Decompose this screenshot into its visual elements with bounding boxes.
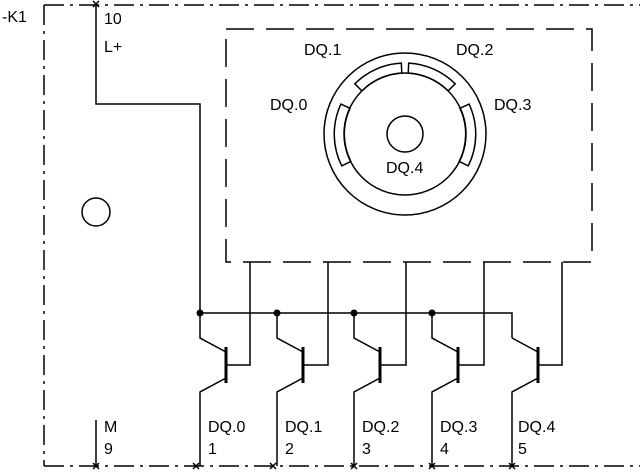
device-tag: -K1	[2, 9, 27, 26]
ground-terminal-number: 9	[104, 441, 113, 458]
sensor-label-dq2: DQ.2	[456, 42, 493, 59]
supply-terminal-number: 10	[104, 11, 122, 28]
output-terminal-5: 5	[518, 441, 527, 458]
output-label-dq0: DQ.0	[208, 419, 245, 436]
ground-label: M	[104, 419, 117, 436]
output-label-dq2: DQ.2	[362, 419, 399, 436]
sensor-label-dq4: DQ.4	[386, 160, 423, 177]
sensor-label-dq3: DQ.3	[494, 97, 531, 114]
sensor-output-stubs	[249, 262, 563, 358]
indicator-circle	[81, 197, 111, 227]
segment-dq2	[407, 62, 457, 92]
segment-dq3	[458, 103, 477, 167]
supply-terminal-label: L+	[104, 39, 122, 56]
output-terminal-1: 1	[208, 441, 217, 458]
sensor-label-dq0: DQ.0	[270, 97, 307, 114]
supply-wire	[95, 4, 201, 313]
transistor-dq2	[350, 313, 407, 470]
ground-terminal-mark	[92, 462, 100, 470]
output-label-dq1: DQ.1	[285, 419, 322, 436]
transistor-dq0	[192, 313, 251, 470]
device-boundary	[43, 4, 640, 467]
output-terminal-3: 3	[362, 441, 371, 458]
transistor-dq3	[428, 313, 485, 470]
supply-bus	[200, 312, 513, 338]
output-terminal-4: 4	[440, 441, 449, 458]
transistor-dq4	[508, 337, 563, 470]
rotary-sensor	[323, 52, 487, 216]
transistor-dq1	[269, 313, 329, 470]
sensor-label-dq1: DQ.1	[304, 42, 341, 59]
output-label-dq3: DQ.3	[440, 419, 477, 436]
sensor-box	[225, 28, 593, 263]
segment-dq1	[353, 62, 403, 92]
output-terminal-2: 2	[285, 441, 294, 458]
output-label-dq4: DQ.4	[518, 419, 555, 436]
center-segment	[386, 115, 424, 153]
segment-dq0	[333, 103, 352, 167]
